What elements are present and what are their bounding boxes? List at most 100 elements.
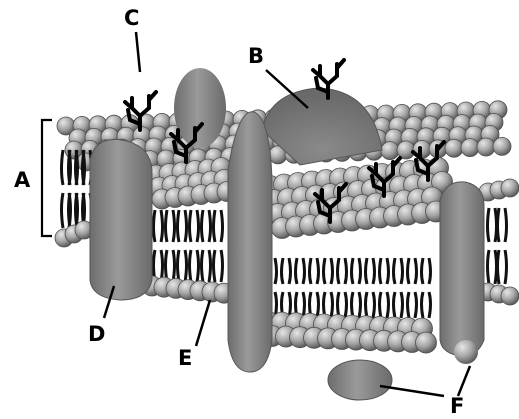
integral-protein-center <box>228 112 272 372</box>
lipid-tail <box>317 292 319 318</box>
lipid-tail <box>359 292 361 318</box>
label-d: D <box>88 324 105 345</box>
label-e: E <box>178 348 192 369</box>
lipid-tail <box>275 258 277 284</box>
lipid-tail <box>289 258 291 284</box>
lipid-tail <box>429 258 431 284</box>
lipid-tail <box>345 292 347 318</box>
lipid-tail <box>331 292 333 318</box>
lipid-tail <box>303 258 305 284</box>
lipid-tail <box>173 210 175 242</box>
lipid-tail <box>394 292 396 318</box>
back-protein <box>174 68 226 148</box>
lipid-tail <box>166 210 168 242</box>
lipid-tail <box>429 292 431 318</box>
protein-right-bulb <box>454 340 478 364</box>
lipid-tail <box>380 258 382 284</box>
pointer-f <box>380 386 444 396</box>
phospholipid-head <box>501 287 519 305</box>
integral-protein-d <box>90 139 152 300</box>
lipid-tail <box>408 292 410 318</box>
lipid-tail <box>185 250 187 282</box>
lipid-tail <box>387 292 389 318</box>
lipid-tail <box>498 208 500 242</box>
lipid-tail <box>190 210 192 242</box>
phospholipid-head <box>416 332 437 353</box>
phospholipid-head <box>477 138 495 156</box>
lipid-tail <box>408 258 410 284</box>
lipid-tail <box>173 250 175 282</box>
lipid-tail <box>178 210 180 242</box>
lipid-tail <box>317 258 319 284</box>
lipid-tail <box>352 292 354 318</box>
lipid-tail <box>366 258 368 284</box>
lipid-tail <box>498 250 500 284</box>
lipid-tail <box>359 258 361 284</box>
lipid-tail <box>209 250 211 282</box>
lipid-tail <box>373 258 375 284</box>
lipid-tail <box>505 250 507 284</box>
lipid-tail <box>303 292 305 318</box>
lipid-tail <box>488 208 490 242</box>
label-f: F <box>450 396 464 417</box>
peripheral-protein-f <box>328 360 392 400</box>
lipid-tail <box>69 150 71 185</box>
lipid-tail <box>83 150 85 185</box>
lipid-tail <box>214 250 216 282</box>
integral-protein-right <box>440 182 484 356</box>
lipid-tail <box>387 258 389 284</box>
middle-bilayer <box>142 158 237 304</box>
lipid-tail <box>76 150 78 185</box>
phospholipid-head <box>445 139 463 157</box>
lipid-tail <box>202 250 204 282</box>
lipid-tail <box>415 258 417 284</box>
lipid-tail <box>221 250 223 282</box>
lipid-tail <box>338 292 340 318</box>
lipid-tail <box>62 150 64 185</box>
lipid-tail <box>366 292 368 318</box>
lipid-tail <box>209 210 211 242</box>
lipid-tail <box>221 210 223 242</box>
lipid-tail <box>345 258 347 284</box>
lipid-tail <box>185 210 187 242</box>
lipid-tail <box>154 210 156 242</box>
lipid-tail <box>422 258 424 284</box>
lipid-tail <box>488 250 490 284</box>
lipid-tail <box>338 258 340 284</box>
lipid-tail <box>394 258 396 284</box>
lipid-tail <box>331 258 333 284</box>
lipid-tail <box>296 258 298 284</box>
pointer-c <box>136 32 140 72</box>
lipid-tail <box>190 250 192 282</box>
lipid-tail <box>282 258 284 284</box>
lipid-tail <box>197 250 199 282</box>
pointer-e <box>196 300 210 346</box>
lipid-tail <box>505 208 507 242</box>
lipid-tail <box>401 292 403 318</box>
lipid-tail <box>178 250 180 282</box>
lipid-tail <box>415 292 417 318</box>
lipid-tail <box>373 292 375 318</box>
lipid-tail <box>352 258 354 284</box>
bracket-a <box>42 120 52 236</box>
lipid-tail <box>422 292 424 318</box>
lipid-tail <box>324 258 326 284</box>
front-bilayer <box>258 158 453 354</box>
lipid-tail <box>380 292 382 318</box>
phospholipid-head <box>493 137 511 155</box>
lipid-tail <box>197 210 199 242</box>
lipid-tail <box>69 193 71 228</box>
phospholipid-head <box>501 179 519 197</box>
label-c: C <box>124 8 139 29</box>
lipid-tail <box>310 258 312 284</box>
phospholipid-head <box>461 139 479 157</box>
lipid-tail <box>202 210 204 242</box>
lipid-tail <box>401 258 403 284</box>
lipid-tail <box>214 210 216 242</box>
label-b: B <box>248 46 264 67</box>
pointer-f2 <box>458 366 470 396</box>
phospholipid-head <box>381 142 399 160</box>
lipid-tail <box>62 193 64 228</box>
lipid-tail <box>76 193 78 228</box>
